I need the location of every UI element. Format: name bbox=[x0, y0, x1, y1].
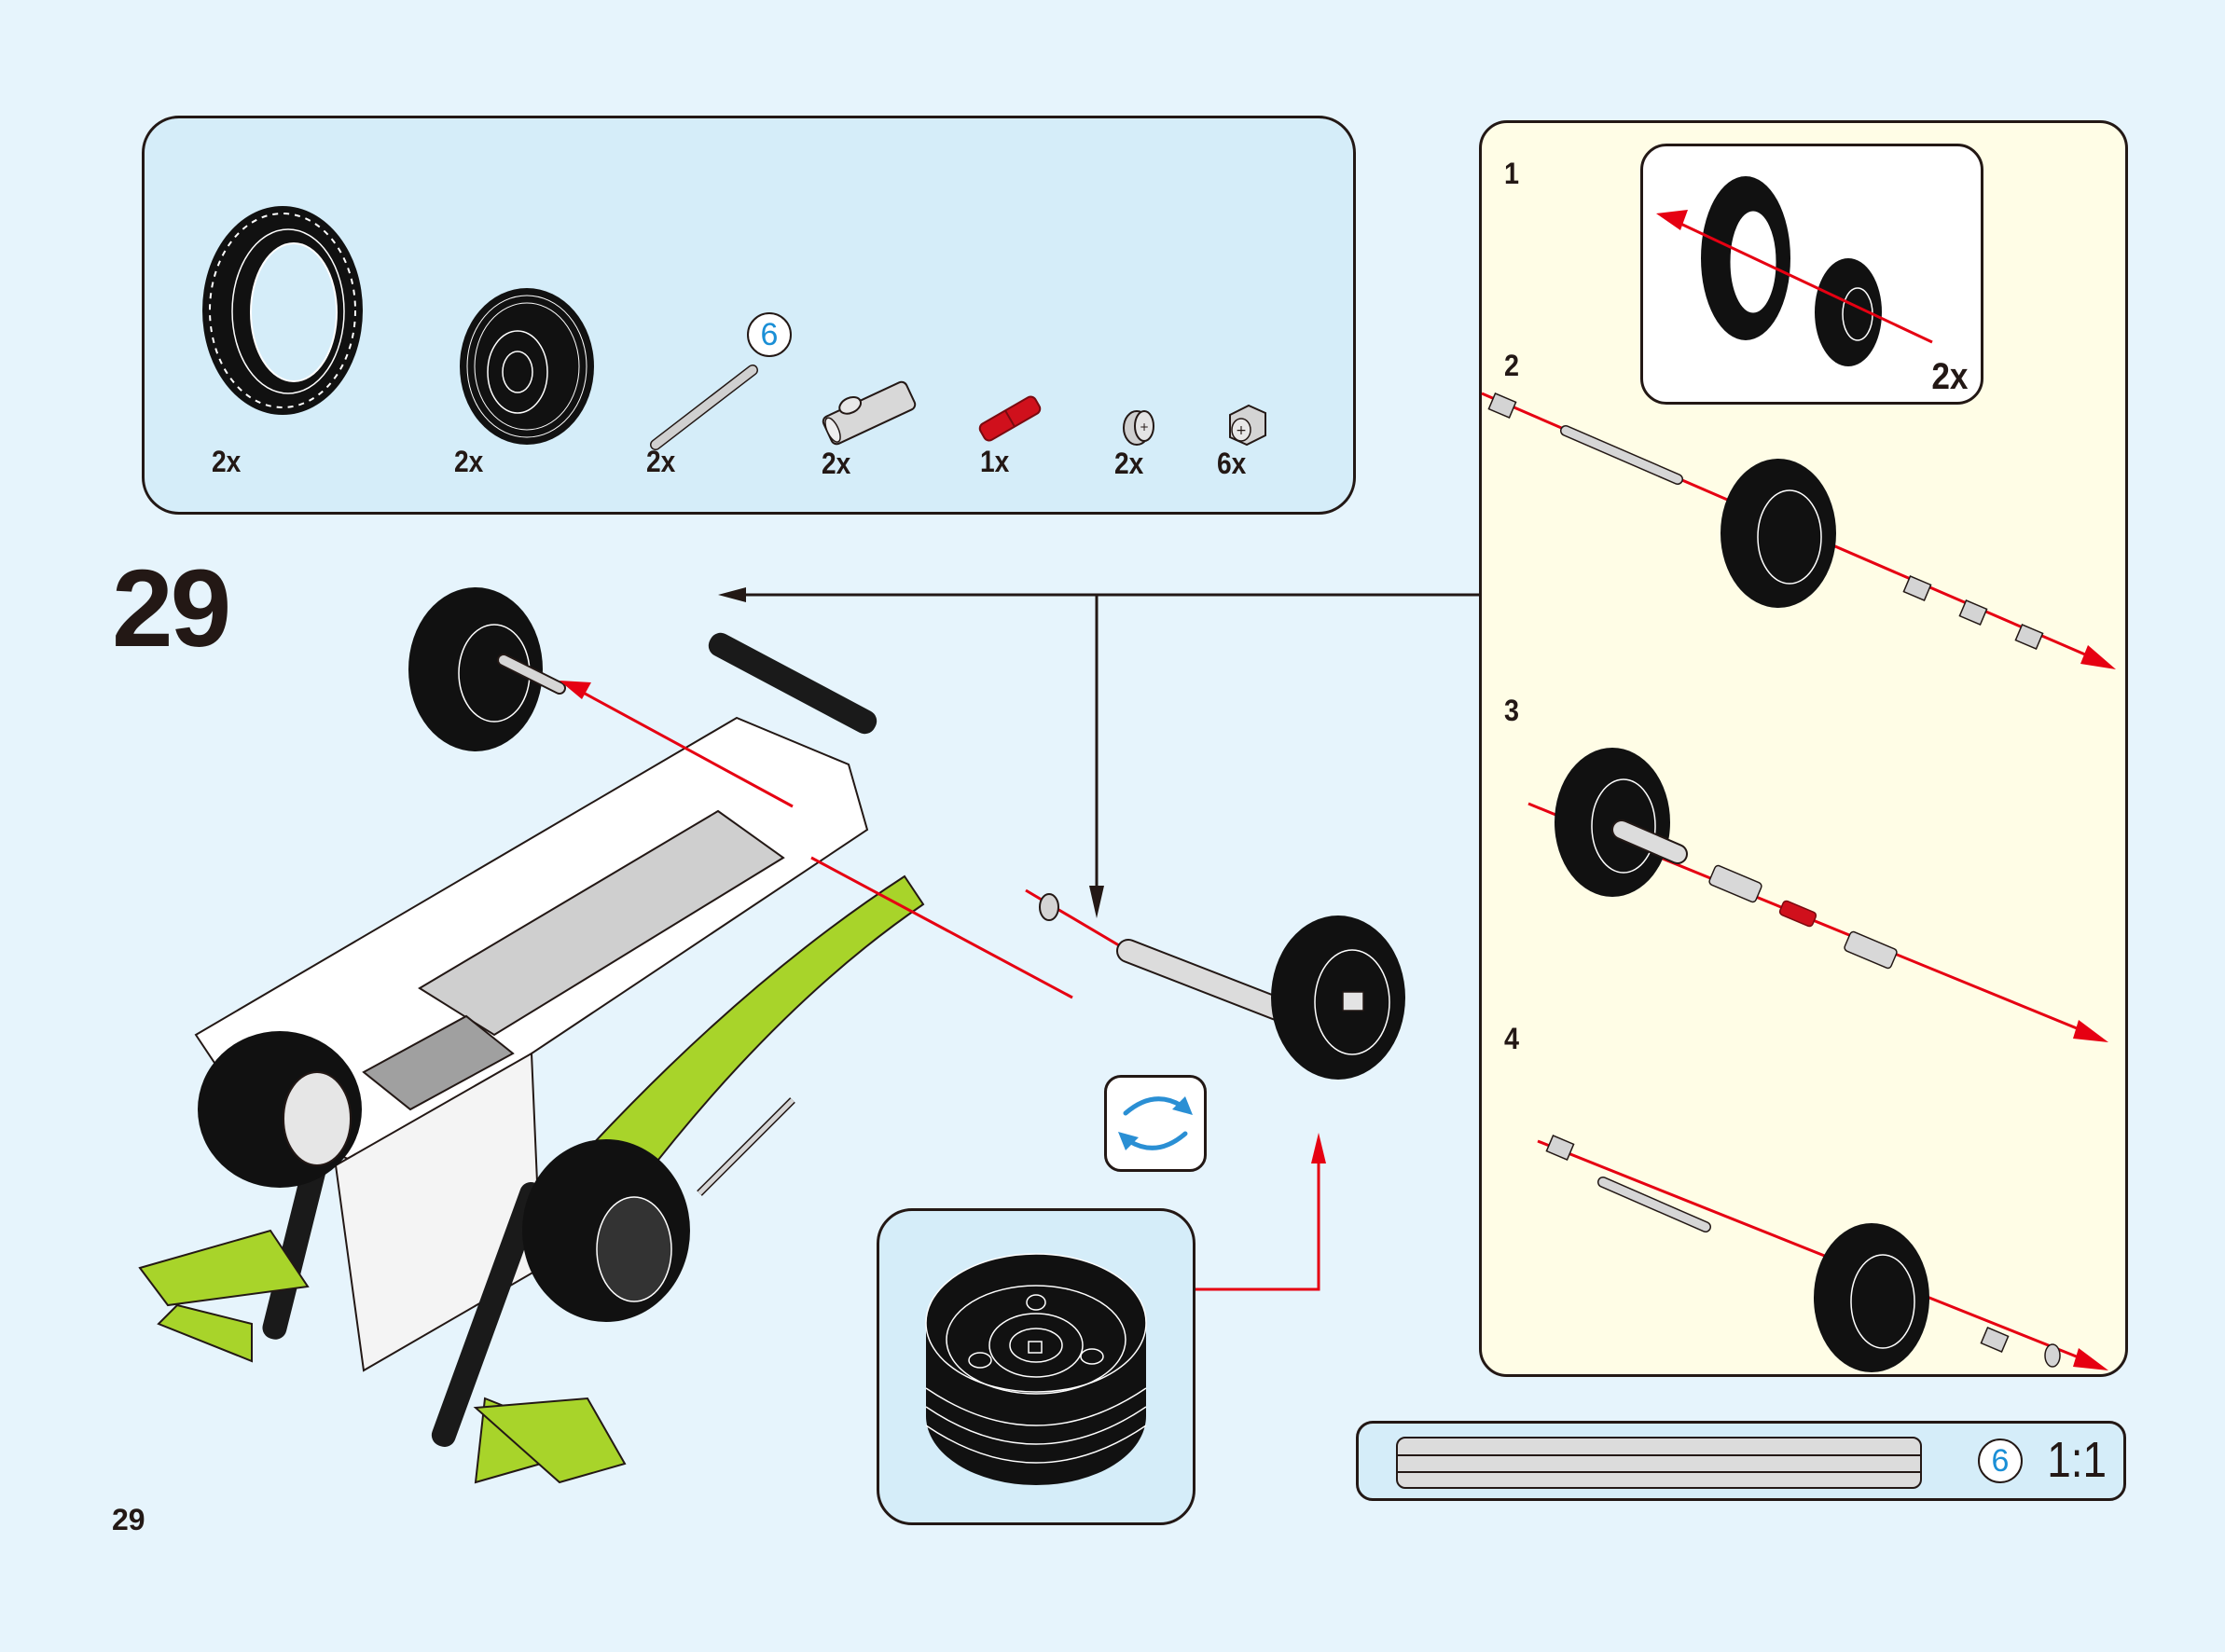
substep-4-illustration bbox=[1537, 1135, 2108, 1372]
axle-icon bbox=[650, 365, 758, 450]
motor-unit bbox=[362, 1014, 515, 1111]
substep-2-illustration bbox=[1481, 392, 2116, 669]
detail-callout-box bbox=[877, 1208, 1195, 1525]
substep-label-4: 4 bbox=[1504, 1022, 1520, 1055]
part-quantity: 2x bbox=[212, 445, 242, 478]
step-number: 29 bbox=[112, 547, 231, 670]
model-assembly-illustration bbox=[138, 587, 1073, 1484]
axle-scale-bar bbox=[1396, 1437, 1922, 1489]
part-quantity: 6x bbox=[1217, 447, 1247, 480]
substeps-panel: 1 2x 2 3 4 bbox=[1479, 120, 2128, 1377]
parts-list-panel: 2x 2x 6 2x 2x 1x + 2x bbox=[142, 116, 1356, 515]
axle-pin-red-icon bbox=[978, 395, 1042, 442]
detail-callout-line bbox=[1192, 1156, 1320, 1291]
wheel-subassembly bbox=[1271, 915, 1405, 1080]
svg-text:+: + bbox=[1140, 420, 1149, 434]
scale-length-badge: 6 bbox=[1978, 1439, 2023, 1483]
axle-scale-reference: 6 1:1 bbox=[1356, 1421, 2126, 1501]
bush-half-icon bbox=[1039, 893, 1059, 921]
bush-icon: + bbox=[1229, 404, 1266, 447]
part-quantity: 2x bbox=[822, 447, 851, 480]
assembly-line-red bbox=[810, 856, 1073, 999]
lime-front-wing bbox=[138, 1229, 310, 1307]
substep-3-illustration bbox=[1527, 748, 2108, 1042]
substep-multiplier: 2x bbox=[1930, 356, 1968, 397]
lime-front-wing bbox=[473, 1397, 627, 1484]
arrow-head-red-icon bbox=[560, 681, 591, 699]
rotate-model-button bbox=[1104, 1075, 1207, 1172]
substep-label-2: 2 bbox=[1504, 349, 1520, 382]
wheel-rim-detail-icon bbox=[925, 1253, 1147, 1485]
bush-half-icon: + bbox=[1123, 410, 1154, 446]
black-beam bbox=[431, 1181, 545, 1448]
black-beam bbox=[708, 632, 878, 735]
part-quantity: 2x bbox=[454, 445, 484, 478]
page-number: 29 bbox=[112, 1503, 145, 1536]
substep-1-box: 2x bbox=[1640, 144, 1983, 405]
wheel-rim-icon bbox=[460, 288, 594, 445]
arrow-head-left-icon bbox=[718, 587, 746, 602]
arrow-head-up-red-icon bbox=[1311, 1133, 1326, 1163]
wheel-front-hub bbox=[596, 1196, 672, 1302]
part-quantity: 2x bbox=[646, 445, 676, 478]
axle-subassembly-illustration bbox=[1025, 888, 1405, 1080]
arrow-head-down-icon bbox=[1089, 886, 1104, 918]
svg-text:+: + bbox=[1236, 423, 1247, 438]
tire-large-icon bbox=[202, 206, 363, 415]
pin-connector-icon bbox=[822, 380, 917, 446]
part-quantity: 2x bbox=[1114, 447, 1144, 480]
rotate-icon bbox=[1118, 1096, 1193, 1150]
axle-length-badge: 6 bbox=[747, 312, 792, 357]
part-quantity: 1x bbox=[980, 445, 1010, 478]
lime-body-panel bbox=[157, 1303, 253, 1363]
scale-ratio: 1:1 bbox=[2047, 1432, 2107, 1488]
wheel-left-hub bbox=[283, 1071, 352, 1166]
substep-label-1: 1 bbox=[1504, 157, 1520, 190]
substep-label-3: 3 bbox=[1504, 694, 1520, 727]
tire-and-rim-icon bbox=[1656, 176, 1933, 366]
assembly-line-red bbox=[577, 688, 794, 808]
